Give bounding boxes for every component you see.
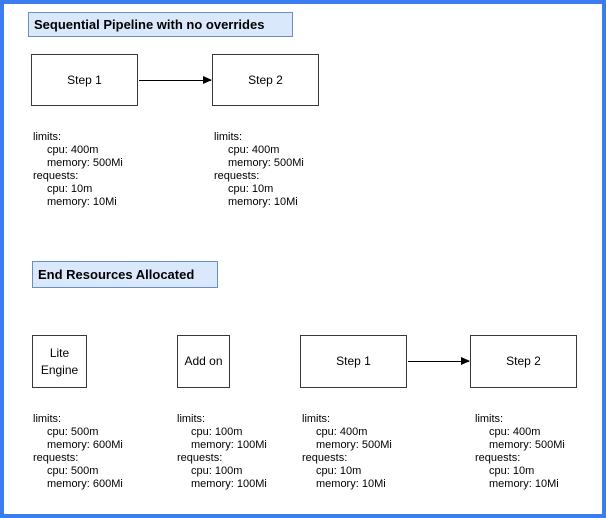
resource-line: requests: xyxy=(475,452,521,464)
node-step1-bottom: Step 1 xyxy=(300,335,407,388)
section-title-end-resources: End Resources Allocated xyxy=(32,261,218,288)
resource-block-step1-bottom: limits: cpu: 400m memory: 500Mi requests… xyxy=(302,413,392,491)
resource-line: requests: xyxy=(33,452,79,464)
resource-block-step2-bottom: limits: cpu: 400m memory: 500Mi requests… xyxy=(475,413,565,491)
resource-line: cpu: 400m xyxy=(228,144,280,156)
resource-line: memory: 10Mi xyxy=(489,478,559,490)
resource-line: memory: 600Mi xyxy=(47,439,123,451)
resource-line: requests: xyxy=(302,452,348,464)
arrow-step1-to-step2-top xyxy=(139,76,212,84)
node-step2-bottom: Step 2 xyxy=(470,335,577,388)
resource-block-step1-top: limits: cpu: 400m memory: 500Mi requests… xyxy=(33,131,123,209)
section-title-sequential-pipeline: Sequential Pipeline with no overrides xyxy=(28,12,293,37)
resource-line: requests: xyxy=(214,170,260,182)
resource-line: limits: xyxy=(33,131,62,143)
resource-line: memory: 10Mi xyxy=(47,196,117,208)
resource-line: cpu: 500m xyxy=(47,426,99,438)
resource-line: cpu: 100m xyxy=(191,426,243,438)
node-step1-top: Step 1 xyxy=(31,54,138,106)
resource-line: memory: 100Mi xyxy=(191,478,267,490)
resource-line: memory: 10Mi xyxy=(316,478,386,490)
node-step2-top: Step 2 xyxy=(212,54,319,106)
resource-line: cpu: 400m xyxy=(316,426,368,438)
resource-line: limits: xyxy=(475,413,504,425)
resource-line: cpu: 10m xyxy=(316,465,362,477)
resource-line: cpu: 500m xyxy=(47,465,99,477)
resource-line: limits: xyxy=(302,413,331,425)
resource-line: memory: 600Mi xyxy=(47,478,123,490)
resource-line: requests: xyxy=(33,170,79,182)
resource-line: limits: xyxy=(33,413,62,425)
resource-line: memory: 10Mi xyxy=(228,196,298,208)
resource-line: cpu: 10m xyxy=(47,183,93,195)
resource-line: limits: xyxy=(177,413,206,425)
resource-line: memory: 500Mi xyxy=(316,439,392,451)
resource-line: cpu: 100m xyxy=(191,465,243,477)
resource-line: requests: xyxy=(177,452,223,464)
resource-line: limits: xyxy=(214,131,243,143)
resource-block-add-on: limits: cpu: 100m memory: 100Mi requests… xyxy=(177,413,267,491)
resource-line: memory: 100Mi xyxy=(191,439,267,451)
resource-line: memory: 500Mi xyxy=(489,439,565,451)
arrow-step1-to-step2-bottom xyxy=(408,357,470,365)
node-add-on: Add on xyxy=(177,335,230,388)
resource-block-lite-engine: limits: cpu: 500m memory: 600Mi requests… xyxy=(33,413,123,491)
resource-line: memory: 500Mi xyxy=(228,157,304,169)
resource-block-step2-top: limits: cpu: 400m memory: 500Mi requests… xyxy=(214,131,304,209)
resource-line: cpu: 10m xyxy=(489,465,535,477)
resource-line: cpu: 400m xyxy=(47,144,99,156)
resource-line: cpu: 400m xyxy=(489,426,541,438)
resource-line: cpu: 10m xyxy=(228,183,274,195)
resource-line: memory: 500Mi xyxy=(47,157,123,169)
node-lite-engine: Lite Engine xyxy=(32,335,87,388)
